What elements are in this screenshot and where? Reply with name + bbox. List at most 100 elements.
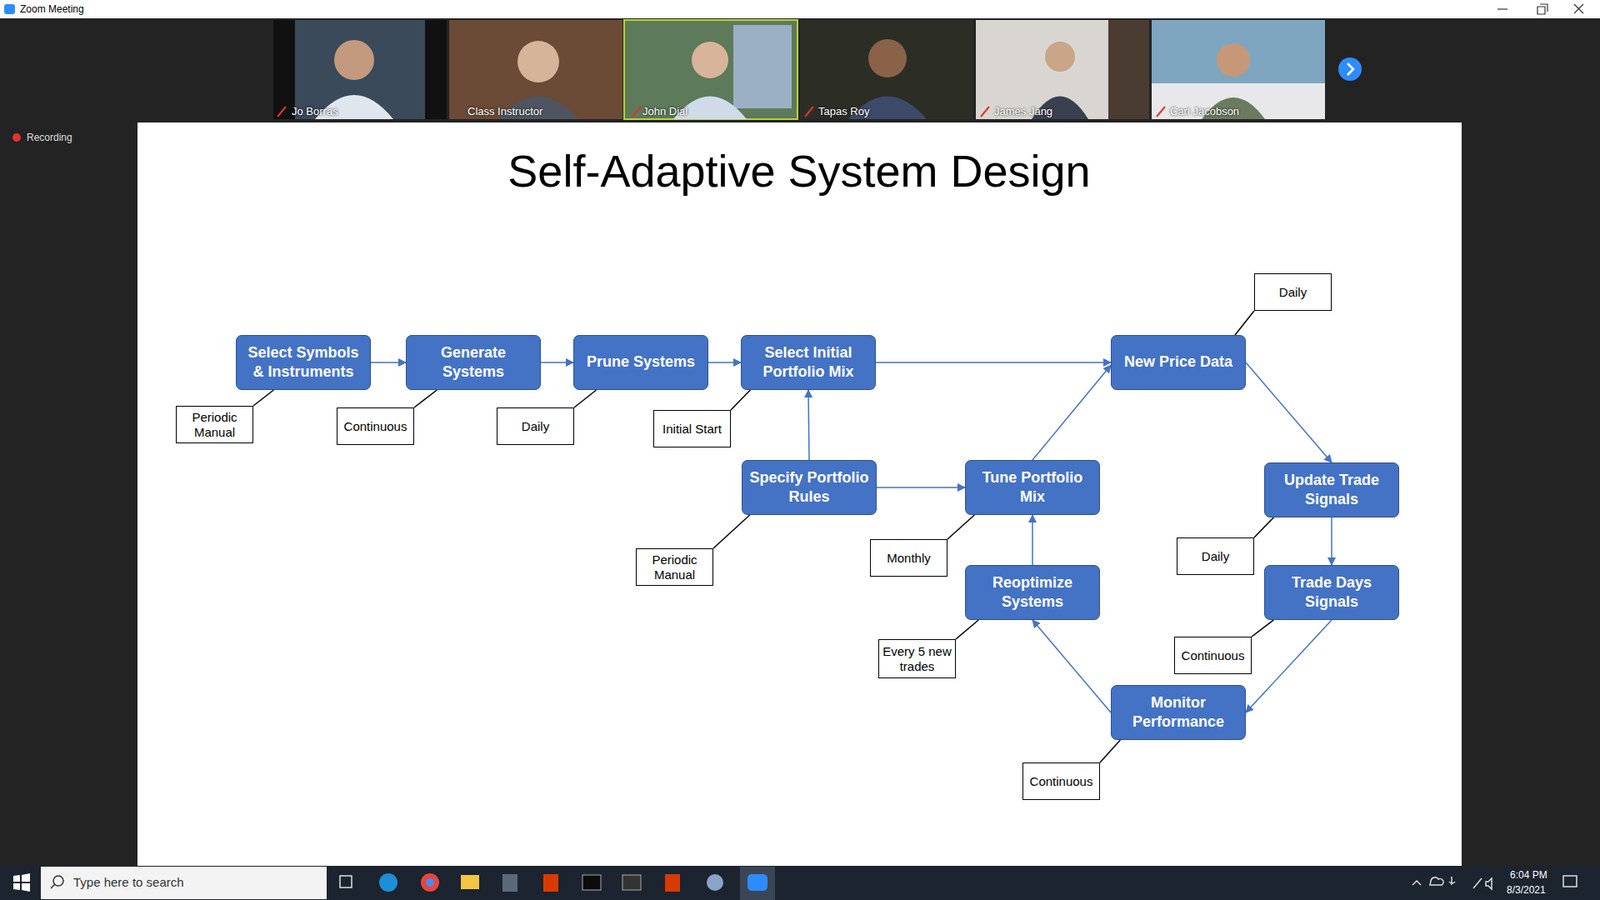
participant-name: James Jang <box>994 105 1053 118</box>
taskbar <box>0 865 1600 900</box>
recording-indicator: Recording <box>26 131 73 144</box>
active-speaker-border <box>624 20 798 120</box>
flow-arrow <box>540 361 574 364</box>
leader-line <box>1254 517 1274 538</box>
frequency-callout: Monthly <box>870 539 948 577</box>
leader-line <box>955 620 979 640</box>
explorer-icon <box>460 875 480 890</box>
taskbar-icons <box>340 866 1577 900</box>
process-label: New Price Data <box>1124 352 1233 372</box>
app-icon <box>706 874 724 891</box>
window <box>733 25 792 109</box>
next-page-button <box>1338 57 1362 81</box>
process-label: Trade Days Signals <box>1271 573 1392 613</box>
leader-line <box>947 515 975 540</box>
bed <box>1151 83 1325 120</box>
process-box: Update Trade Signals <box>1264 462 1400 518</box>
process-label: Prune Systems <box>586 352 695 372</box>
process-label: Select Initial Portfolio Mix <box>748 343 869 383</box>
leader-line <box>414 390 437 408</box>
zoom-icon <box>747 874 768 891</box>
frequency-callout: Continuous <box>336 407 415 445</box>
frequency-callout: Daily <box>496 407 575 445</box>
process-box: Tune Portfolio Mix <box>965 460 1100 515</box>
video-tile <box>624 20 798 120</box>
calculator-icon <box>502 874 518 892</box>
process-label: Monitor Performance <box>1118 693 1239 733</box>
callout-label: Continuous <box>1030 774 1094 790</box>
leader-line <box>713 515 750 549</box>
zoom-icon <box>4 4 15 15</box>
flow-arrow <box>1032 620 1111 713</box>
participant-name: Class Instructor <box>467 105 543 118</box>
leader-line <box>1100 740 1120 763</box>
process-box: Generate Systems <box>405 335 541 390</box>
shared-slide <box>137 122 1462 866</box>
frequency-callout: Daily <box>1254 273 1332 311</box>
callout-label: Periodic Manual <box>179 410 250 440</box>
flow-arrow <box>875 361 1111 364</box>
frequency-callout: Continuous <box>1174 636 1252 675</box>
frequency-callout: Every 5 new trades <box>878 639 956 679</box>
flow-arrow <box>708 361 741 364</box>
terminal-icon <box>582 875 601 890</box>
process-box: Specify Portfolio Rules <box>741 460 877 515</box>
process-box: New Price Data <box>1110 335 1246 390</box>
restore-button <box>1537 4 1548 15</box>
frequency-callout: Periodic Manual <box>175 405 254 444</box>
door <box>1108 20 1150 120</box>
active-app <box>740 866 775 900</box>
leader-line <box>1235 310 1255 335</box>
video-tile <box>273 20 447 120</box>
video-tile <box>295 20 425 120</box>
frequency-callout: Initial Start <box>653 410 731 448</box>
leader-line <box>574 390 597 408</box>
person <box>517 40 560 83</box>
person <box>334 40 375 80</box>
title-bar <box>0 0 1600 19</box>
leader-line <box>253 390 274 406</box>
callout-label: Monthly <box>886 550 931 566</box>
video-tile <box>449 20 623 120</box>
callout-label: Daily <box>521 419 550 435</box>
edge-icon <box>379 873 398 892</box>
person <box>1216 43 1250 77</box>
search-placeholder: Type here to search <box>73 875 185 890</box>
clock-time: 6:04 PM <box>1510 869 1548 881</box>
video-tile <box>800 20 974 120</box>
flow-arrow <box>808 390 810 460</box>
process-box: Monitor Performance <box>1110 685 1246 740</box>
recording-dot <box>12 133 21 142</box>
process-label: Update Trade Signals <box>1271 470 1392 510</box>
callout-label: Daily <box>1279 285 1307 300</box>
office-icon <box>543 874 559 892</box>
person <box>868 39 907 78</box>
process-box: Reoptimize Systems <box>965 565 1100 620</box>
process-label: Reoptimize Systems <box>972 573 1093 613</box>
process-box: Prune Systems <box>573 335 709 390</box>
clock-date: 8/3/2021 <box>1506 884 1546 896</box>
process-label: Generate Systems <box>413 343 534 383</box>
terminal-icon <box>622 875 641 890</box>
flow-arrow <box>1245 362 1332 463</box>
flow-arrow <box>1330 517 1333 565</box>
callout-label: Periodic Manual <box>639 552 710 583</box>
frequency-callout: Periodic Manual <box>635 548 714 586</box>
office-icon <box>665 874 680 892</box>
slide-title: Self-Adaptive System Design <box>299 145 1300 197</box>
chrome-icon <box>420 873 440 892</box>
close-button <box>1574 4 1584 14</box>
chrome-icon <box>425 878 435 887</box>
process-label: Specify Portfolio Rules <box>749 468 870 508</box>
process-label: Select Symbols & Instruments <box>243 343 364 383</box>
process-box: Select Initial Portfolio Mix <box>740 335 876 390</box>
video-thumbnails <box>273 20 1362 120</box>
flow-arrow <box>1031 515 1034 565</box>
minimize-button <box>1497 8 1508 10</box>
process-box: Select Symbols & Instruments <box>235 335 371 390</box>
frequency-callout: Continuous <box>1022 762 1100 800</box>
notification-icon <box>1563 875 1577 887</box>
callout-label: Continuous <box>344 419 408 435</box>
